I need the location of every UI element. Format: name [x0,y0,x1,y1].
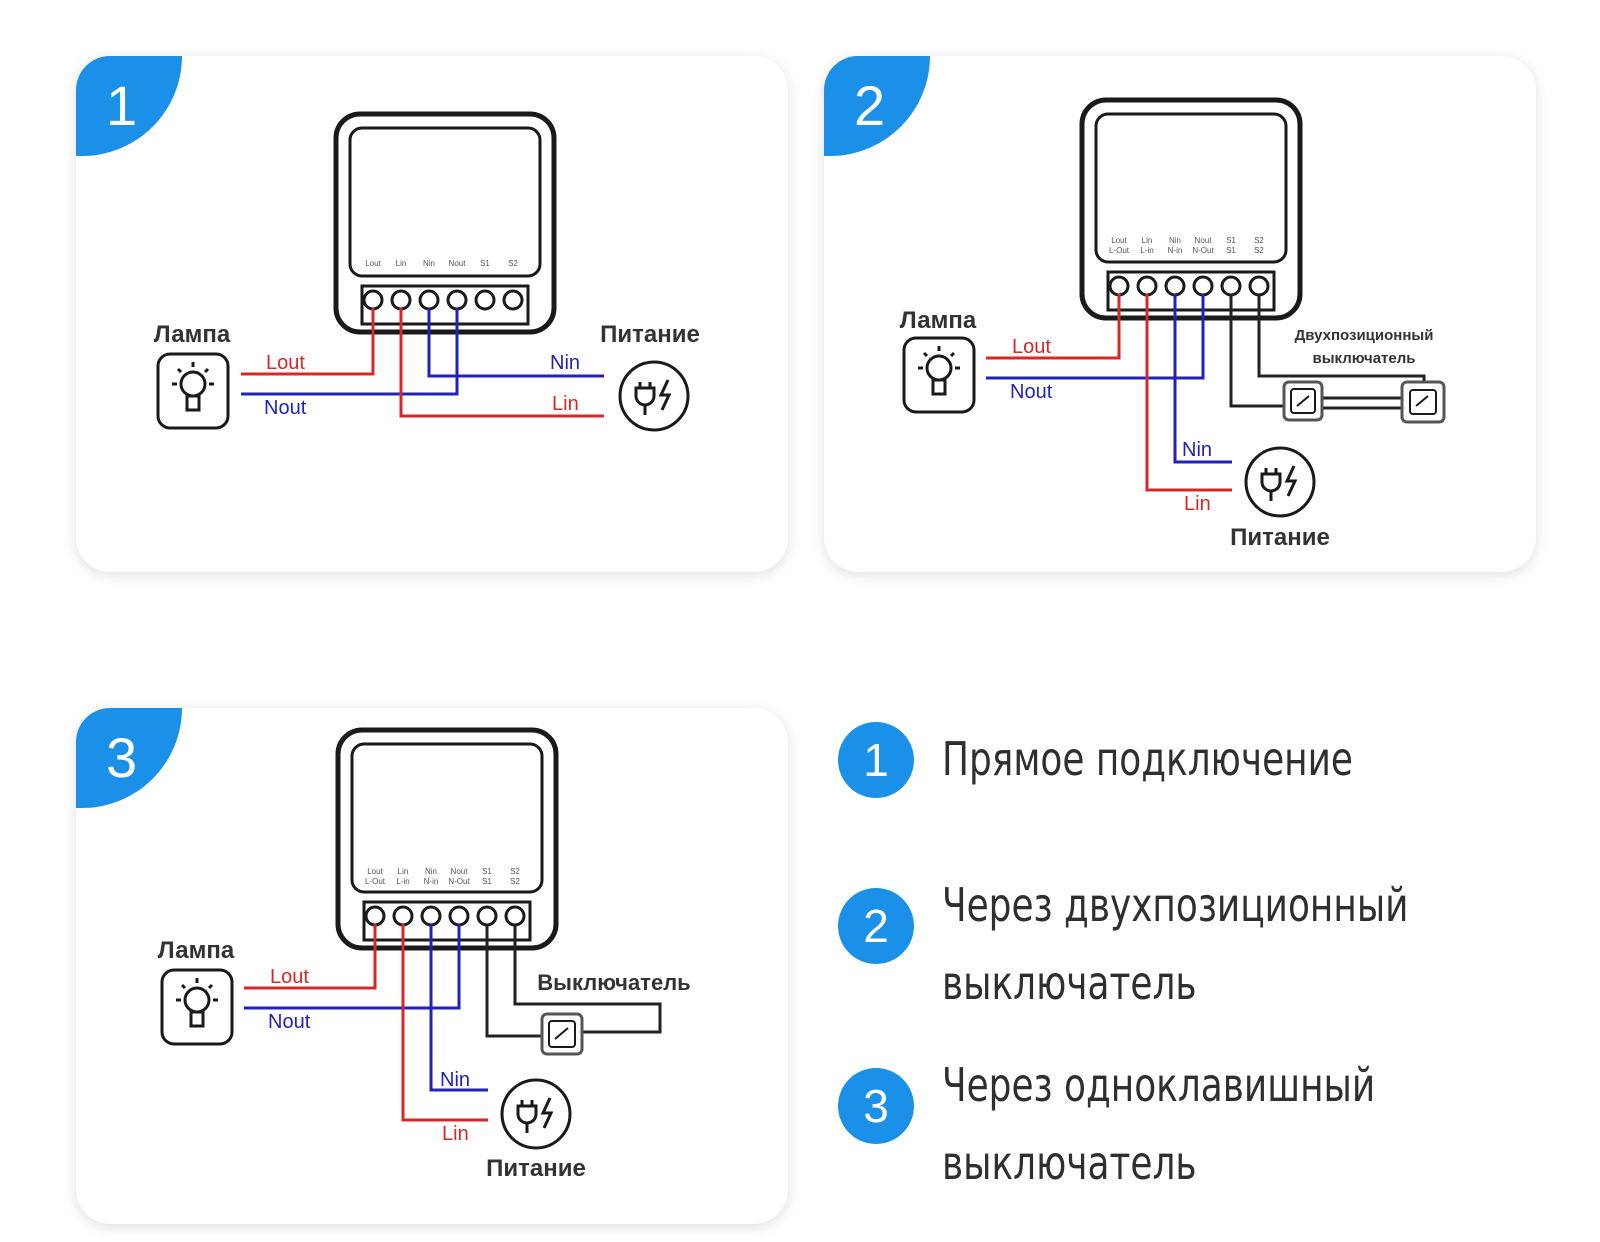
wire-s2 [513,924,662,1034]
terminal-label: S1 [1226,246,1236,255]
terminal-label: Nin [423,259,435,268]
wire-lout [241,308,375,376]
wire-s1 [485,924,542,1038]
terminal-label: L-Out [365,877,386,886]
power-plug-icon [1244,446,1316,518]
terminal-label: Nout [449,259,467,268]
terminal-label: S1 [1226,236,1236,245]
lamp-label: Лампа [158,937,235,964]
terminal-label: Lout [367,867,383,876]
power-label: Питание [486,1155,586,1182]
legend-text: выключатель [942,956,1197,1010]
legend-text: Прямое подключение [942,732,1353,786]
panel-number-badge: 1 [76,56,182,156]
terminal-label: Nout [451,867,469,876]
terminal-label: L-Out [1109,246,1130,255]
lamp-icon [156,352,230,430]
legend-number-badge: 1 [838,722,914,798]
terminal-label: N-in [424,877,439,886]
terminal-label: Nout [1195,236,1213,245]
wire-label-nin: Nin [550,352,580,374]
relay-module: Lout Lin Nin Nout S1 S2 L-Out L-in N-in … [335,727,559,951]
wire-label-nin: Nin [1182,439,1212,461]
wire-lout [244,924,377,990]
terminal-label: S2 [1254,236,1264,245]
switch-icon [540,1012,584,1056]
terminal-label: S1 [482,867,492,876]
terminal-label: Lin [398,867,409,876]
legend-text: Через двухпозиционный [942,878,1409,932]
lamp-label: Лампа [154,321,231,348]
terminal-label: Lout [365,259,381,268]
power-label: Питание [600,321,700,348]
diagram-panel-3: 3 Lout Lin Nin Nout S1 S2 L-Out L-in N-i… [76,708,788,1224]
terminal-label: Lin [396,259,407,268]
terminal-label: N-in [1168,246,1183,255]
diagram-panel-2: 2 Lout Lin Nin Nout S1 S2 L-Out L-in N-i… [824,56,1536,572]
wiring-diagram-direct: Lout Lin Nin Nout S1 S2 Lout Nout Nin Li… [154,111,700,432]
two-way-switch-icon [1282,380,1446,424]
wire-label-lout: Lout [270,966,309,988]
wire-lin [1145,294,1232,492]
terminal-label: N-Out [1192,246,1214,255]
switch-label: Выключатель [537,970,690,995]
wire-label-lin: Lin [552,393,579,415]
wiring-diagram-single-switch: Lout Lin Nin Nout S1 S2 L-Out L-in N-in … [158,727,691,1182]
terminal-label: S2 [508,259,518,268]
wire-label-lout: Lout [1012,336,1051,358]
wire-nin [1173,294,1232,464]
wire-nout [244,924,461,1010]
terminal-label: Lout [1111,236,1127,245]
wire-nin [429,924,488,1092]
terminal-label: N-Out [448,877,470,886]
legend-number-badge: 2 [838,888,914,964]
legend-number-badge: 3 [838,1068,914,1144]
legend-text: выключатель [942,1136,1197,1190]
diagram-panel-1: 1 Lout Lin Nin Nout S1 S2 Lout Nout Nin … [76,56,788,572]
legend-item-1: 1 Прямое подключение [838,722,1558,842]
terminal-label: S1 [480,259,490,268]
terminal-label: L-in [396,877,409,886]
power-plug-icon [500,1078,572,1150]
terminal-label: L-in [1140,246,1153,255]
terminal-label: S2 [510,877,520,886]
wire-label-nout: Nout [1010,381,1053,403]
wire-nin [427,308,604,378]
wire-lin [401,924,488,1122]
terminal-label: S2 [1254,246,1264,255]
terminal-label: S1 [482,877,492,886]
wire-label-nout: Nout [268,1011,311,1033]
relay-module: Lout Lin Nin Nout S1 S2 [333,111,557,335]
terminal-label: Lin [1142,236,1153,245]
wire-nout [241,308,459,396]
legend-text: Через одноклавишный [942,1058,1376,1112]
terminal-label: Nin [425,867,437,876]
wire-label-lout: Lout [266,352,305,374]
wire-label-nin: Nin [440,1069,470,1091]
power-plug-icon [618,360,690,432]
relay-module: Lout Lin Nin Nout S1 S2 L-Out L-in N-in … [1079,97,1303,321]
wire-s1 [1229,294,1284,408]
terminal-label: S2 [510,867,520,876]
wire-label-lin: Lin [442,1123,469,1145]
switch-label: выключатель [1313,350,1416,367]
wire-nout [986,294,1205,380]
wiring-diagram-two-way-switch: Lout Lin Nin Nout S1 S2 L-Out L-in N-in … [900,97,1446,551]
lamp-icon [160,968,234,1046]
lamp-icon [902,336,976,414]
wire-label-lin: Lin [1184,493,1211,515]
legend: 1 Прямое подключение 2 Через двухпозицио… [838,722,1558,1190]
power-label: Питание [1230,524,1330,551]
wire-label-nout: Nout [264,397,307,419]
wire-lout [986,294,1121,360]
switch-label: Двухпозиционный [1295,327,1434,344]
lamp-label: Лампа [900,307,977,334]
wire-lin [399,308,604,418]
terminal-label: Nin [1169,236,1181,245]
